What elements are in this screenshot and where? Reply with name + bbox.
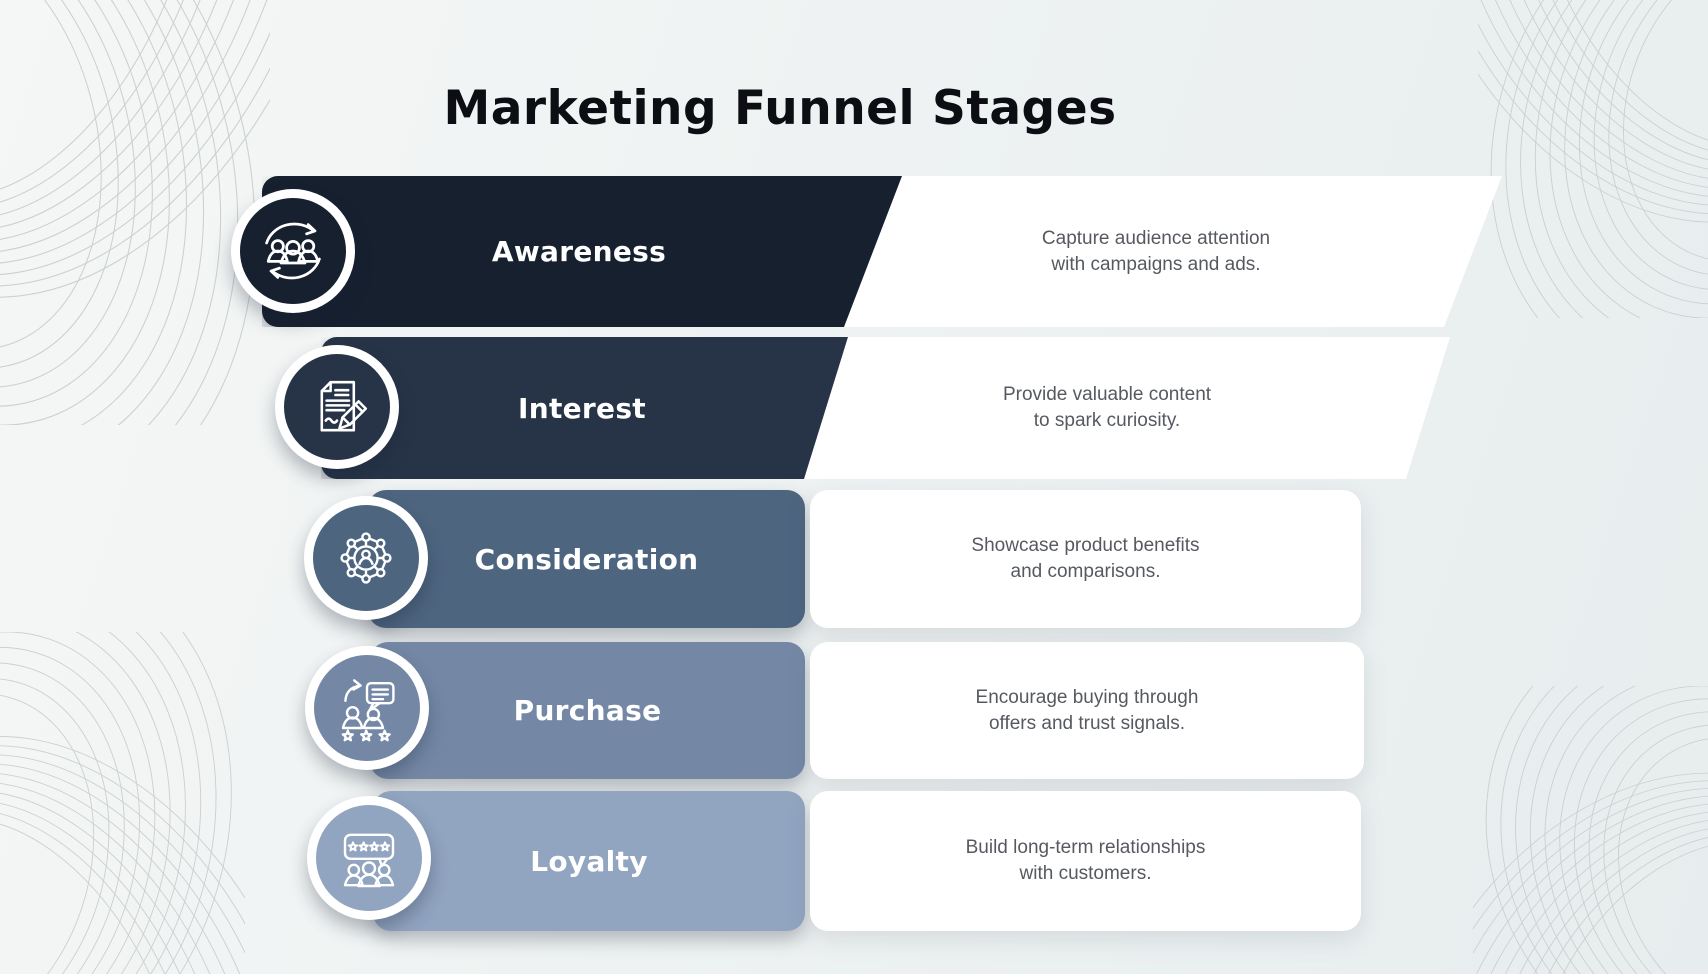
stage-description-line: Encourage buying through	[975, 686, 1199, 708]
stage-icon-circle	[284, 354, 390, 460]
stage-description-line: with customers.	[1019, 863, 1152, 884]
stage-description: Showcase product benefits and comparison…	[971, 533, 1199, 585]
stage-label: Purchase	[513, 694, 662, 727]
stage-description-card: Encourage buying through offers and trus…	[810, 642, 1364, 779]
document-pencil-icon	[320, 380, 368, 432]
corner-decoration-bottom-left	[0, 632, 245, 974]
stage-description-line: Showcase product benefits	[971, 535, 1200, 556]
stage-description-card: Capture audience attention with campaign…	[844, 176, 1502, 327]
stage-description-line: with campaigns and ads.	[1051, 253, 1261, 275]
review-bubble-people-icon	[343, 833, 395, 888]
stage-bar-loyalty: Loyalty	[373, 791, 805, 931]
stage-description-line: Capture audience attention	[1041, 227, 1271, 249]
stage-label: Interest	[518, 391, 646, 425]
stage-icon-circle	[314, 655, 420, 761]
customers-chat-stars-icon	[341, 679, 395, 742]
stage-description: Capture audience attention with campaign…	[1042, 226, 1270, 278]
stage-icon-circle	[240, 198, 346, 304]
stage-description-line: offers and trust signals.	[988, 712, 1186, 734]
stage-label: Loyalty	[530, 844, 648, 878]
stage-description-card: Showcase product benefits and comparison…	[810, 490, 1361, 628]
stage-bar-interest: Interest	[321, 337, 901, 479]
corner-decoration-top-right	[1478, 0, 1708, 318]
corner-decoration-top-left	[0, 0, 270, 425]
stage-description-line: Build long-term relationships	[965, 837, 1206, 858]
stage-icon-bubble	[305, 646, 429, 770]
stage-description: Provide valuable content to spark curios…	[1003, 382, 1211, 434]
stage-icon-circle	[316, 805, 422, 911]
stage-bar-purchase: Purchase	[370, 642, 805, 779]
stage-label: Awareness	[491, 235, 667, 268]
stage-description: Encourage buying through offers and trus…	[976, 685, 1199, 737]
person-network-icon	[340, 532, 392, 584]
corner-decoration-bottom-right	[1473, 686, 1708, 974]
stage-description: Build long-term relationships with custo…	[966, 835, 1206, 887]
stage-label: Consideration	[474, 542, 699, 576]
stage-description-line: Provide valuable content	[1002, 384, 1212, 405]
stage-description-line: to spark curiosity.	[1033, 410, 1181, 431]
stage-icon-bubble	[304, 496, 428, 620]
stage-description-card: Build long-term relationships with custo…	[810, 791, 1361, 931]
page-title: Marketing Funnel Stages	[443, 81, 1117, 137]
audience-cycle-icon	[265, 222, 321, 280]
stage-bar-awareness: Awareness	[262, 176, 976, 327]
stage-bar-consideration: Consideration	[368, 490, 805, 628]
stage-description-card: Provide valuable content to spark curios…	[804, 337, 1450, 479]
stage-icon-circle	[313, 505, 419, 611]
stage-description-line: and comparisons.	[1010, 561, 1161, 582]
stage-icon-bubble	[231, 189, 355, 313]
stage-icon-bubble	[275, 345, 399, 469]
stage-icon-bubble	[307, 796, 431, 920]
